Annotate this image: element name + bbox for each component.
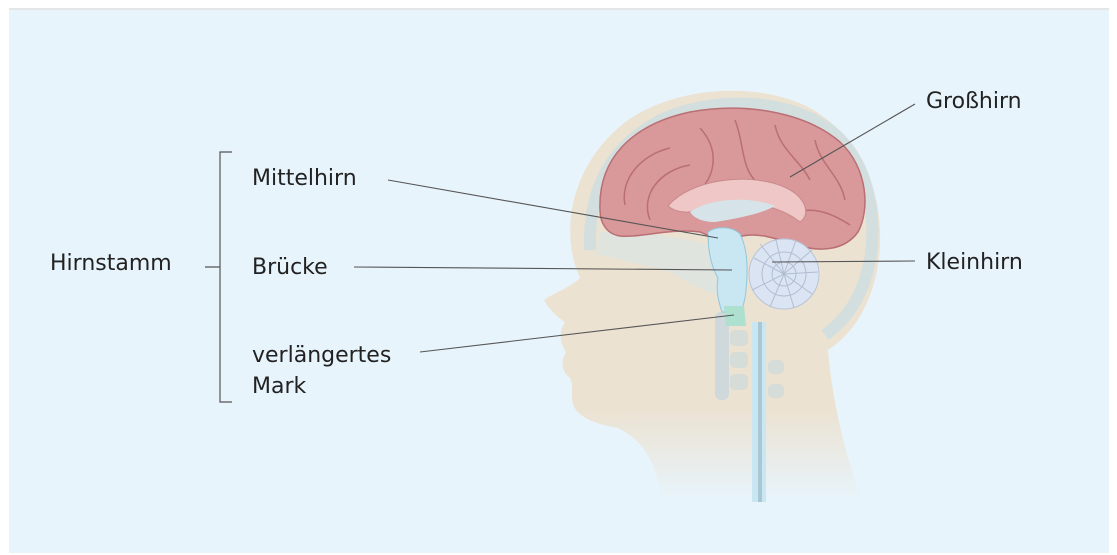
label-bruecke: Brücke xyxy=(252,255,328,280)
label-mittelhirn: Mittelhirn xyxy=(252,166,357,191)
label-mark: Mark xyxy=(252,374,306,399)
label-kleinhirn: Kleinhirn xyxy=(926,250,1023,275)
hirnstamm-bracket xyxy=(205,152,232,402)
label-hirnstamm: Hirnstamm xyxy=(50,251,172,276)
label-grosshirn: Großhirn xyxy=(926,89,1022,114)
label-verlaengertes: verlängertes xyxy=(252,343,391,368)
